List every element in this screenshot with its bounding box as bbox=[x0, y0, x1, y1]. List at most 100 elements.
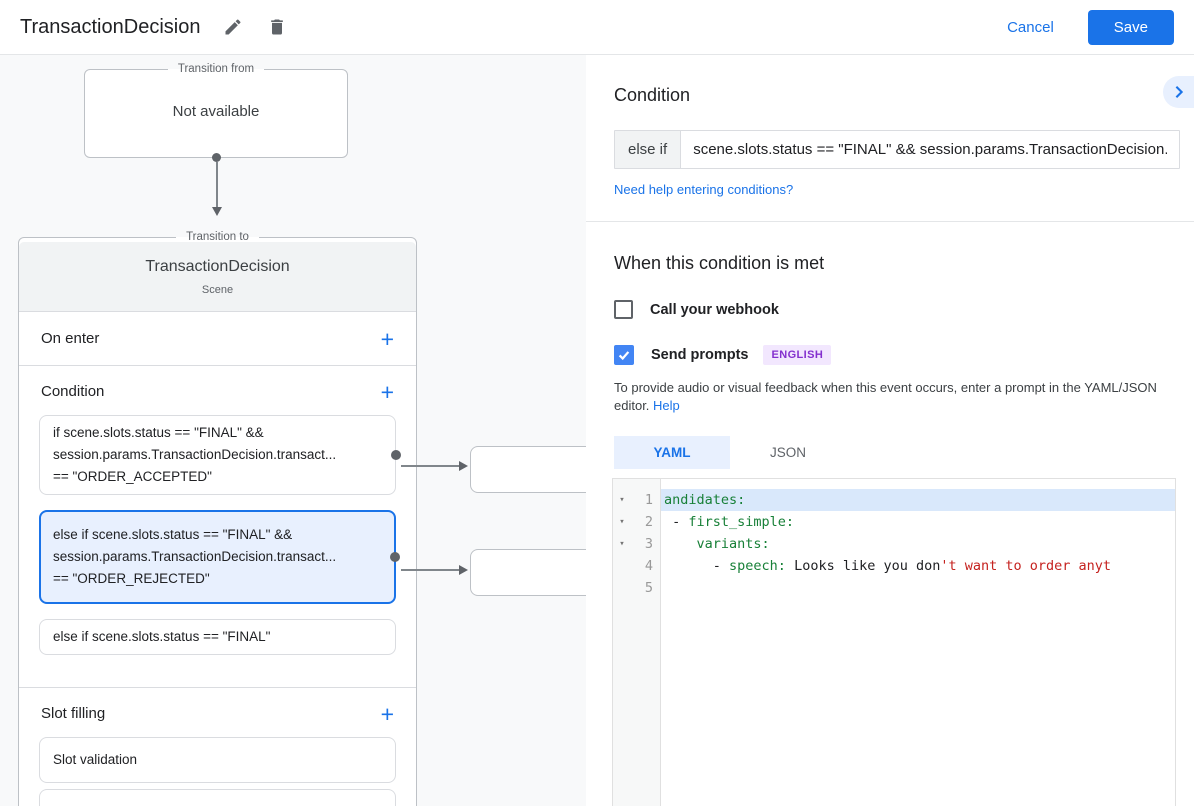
fold-arrow-icon[interactable]: ▾ bbox=[619, 495, 625, 505]
arrow-down-icon bbox=[211, 207, 222, 216]
transition-connector bbox=[211, 153, 222, 216]
connector-dot bbox=[212, 153, 221, 162]
connector-line bbox=[401, 465, 459, 467]
condition-1-target-scene[interactable] bbox=[470, 446, 586, 493]
chevron-right-icon bbox=[1175, 86, 1183, 98]
delete-scene-button[interactable] bbox=[266, 16, 288, 38]
slot-filling-section: Slot filling + Slot validation bbox=[19, 688, 416, 806]
condition-card[interactable]: if scene.slots.status == "FINAL" && sessi… bbox=[39, 415, 401, 495]
add-on-enter-button[interactable]: + bbox=[380, 325, 394, 352]
scene-subtitle: Scene bbox=[201, 284, 234, 296]
send-prompts-checkbox-row[interactable]: Send prompts ENGLISH bbox=[614, 345, 1166, 365]
code-segment: - bbox=[664, 558, 730, 574]
prompt-description-text: To provide audio or visual feedback when… bbox=[614, 380, 1157, 413]
slot-card[interactable]: Slot validation bbox=[39, 737, 396, 783]
condition-cards: if scene.slots.status == "FINAL" && sessi… bbox=[19, 415, 416, 655]
condition-card-text: else if scene.slots.status == "FINAL" bbox=[53, 629, 271, 644]
line-number: 3 bbox=[644, 536, 653, 552]
condition-card-text: if scene.slots.status == "FINAL" && bbox=[53, 425, 264, 440]
pencil-icon bbox=[225, 19, 241, 35]
on-enter-label: On enter bbox=[41, 330, 100, 347]
page-title: TransactionDecision bbox=[20, 15, 201, 38]
code-segment: first_simple: bbox=[688, 514, 795, 530]
code-segment: 't want to order anyt bbox=[940, 558, 1112, 574]
line-number: 4 bbox=[644, 558, 653, 574]
line-number: 2 bbox=[644, 514, 653, 530]
scene-header[interactable]: TransactionDecision Scene bbox=[19, 242, 416, 312]
code-line[interactable] bbox=[661, 577, 1175, 599]
condition-card-text: == "ORDER_REJECTED" bbox=[53, 571, 210, 586]
prompt-help-link[interactable]: Help bbox=[653, 398, 680, 413]
trash-icon bbox=[271, 19, 284, 35]
transition-to-box: Transition to TransactionDecision Scene … bbox=[18, 231, 417, 806]
condition-label: Condition bbox=[41, 383, 105, 400]
slot-filling-label: Slot filling bbox=[41, 705, 106, 722]
condition-2-target-scene[interactable] bbox=[470, 549, 586, 596]
when-met-heading: When this condition is met bbox=[614, 253, 825, 273]
check-icon bbox=[618, 351, 630, 361]
fold-arrow-icon[interactable]: ▾ bbox=[619, 517, 625, 527]
condition-card-text: else if scene.slots.status == "FINAL" && bbox=[53, 527, 293, 542]
connector-line bbox=[401, 569, 459, 571]
code-segment: Looks like you don bbox=[785, 558, 941, 574]
cancel-button[interactable]: Cancel bbox=[1007, 18, 1054, 36]
code-line[interactable]: andidates: bbox=[661, 489, 1175, 511]
condition-label-row: Condition + bbox=[19, 366, 416, 415]
language-badge: ENGLISH bbox=[763, 345, 832, 365]
code-segment bbox=[664, 536, 697, 552]
editor-gutter: ▾ 1 ▾ 2 ▾ 3 4 5 bbox=[613, 479, 661, 806]
line-number: 5 bbox=[644, 580, 653, 596]
condition-card[interactable]: else if scene.slots.status == "FINAL" &&… bbox=[39, 510, 400, 604]
tab-yaml[interactable]: YAML bbox=[614, 436, 730, 469]
webhook-label: Call your webhook bbox=[650, 301, 779, 318]
transition-from-box: Transition from Not available bbox=[84, 63, 348, 158]
code-segment: speech: bbox=[729, 558, 786, 574]
webhook-checkbox-row[interactable]: Call your webhook bbox=[614, 300, 1166, 319]
save-button[interactable]: Save bbox=[1087, 9, 1174, 45]
transition-from-content: Not available bbox=[172, 102, 260, 120]
arrow-right-icon bbox=[459, 565, 468, 575]
tab-json[interactable]: JSON bbox=[769, 445, 806, 460]
add-condition-button[interactable]: + bbox=[380, 378, 394, 405]
top-bar: TransactionDecision Cancel Save bbox=[0, 0, 1194, 55]
code-line[interactable]: variants: bbox=[661, 533, 1175, 555]
webhook-checkbox[interactable] bbox=[614, 300, 633, 319]
code-segment: andidates: bbox=[664, 492, 746, 508]
prompt-description: To provide audio or visual feedback when… bbox=[614, 379, 1166, 415]
code-line[interactable]: - first_simple: bbox=[661, 511, 1175, 533]
edit-title-button[interactable] bbox=[222, 16, 244, 38]
line-number: 1 bbox=[644, 492, 653, 508]
add-slot-button[interactable]: + bbox=[380, 700, 394, 727]
slot-filling-label-row: Slot filling + bbox=[19, 688, 416, 737]
connector-dot[interactable] bbox=[390, 552, 400, 562]
scene-diagram-canvas: Transition from Not available Transition… bbox=[0, 55, 586, 806]
condition-section: Condition + if scene.slots.status == "FI… bbox=[19, 366, 416, 688]
panel-heading-condition: Condition bbox=[614, 85, 691, 105]
condition-expression-input[interactable] bbox=[681, 131, 1179, 168]
condition-card[interactable]: else if scene.slots.status == "FINAL" bbox=[39, 619, 396, 655]
editor-code[interactable]: andidates: - first_simple: variants: - s… bbox=[661, 479, 1175, 806]
on-enter-row: On enter + bbox=[19, 312, 416, 366]
send-prompts-checkbox[interactable] bbox=[614, 345, 634, 365]
condition-header-section: Condition else if Need help entering con… bbox=[586, 55, 1194, 222]
collapse-panel-button[interactable] bbox=[1163, 76, 1194, 108]
connector-dot[interactable] bbox=[391, 450, 401, 460]
transition-from-legend: Transition from bbox=[177, 63, 255, 75]
condition-input-group: else if bbox=[614, 130, 1180, 169]
fold-arrow-icon[interactable]: ▾ bbox=[619, 539, 625, 549]
slot-card-partial[interactable] bbox=[39, 789, 396, 806]
condition-card-text: session.params.TransactionDecision.trans… bbox=[53, 447, 337, 462]
condition-card-text: == "ORDER_ACCEPTED" bbox=[53, 469, 212, 484]
condition-card-text: session.params.TransactionDecision.trans… bbox=[53, 549, 337, 564]
yaml-code-editor[interactable]: ▾ 1 ▾ 2 ▾ 3 4 5 andidates: - first_simple: vari… bbox=[612, 478, 1176, 806]
code-line[interactable]: - speech: Looks like you don't want to o… bbox=[661, 555, 1175, 577]
transition-to-legend: Transition to bbox=[186, 231, 249, 243]
send-prompts-label: Send prompts bbox=[651, 347, 749, 363]
editor-tabs: YAML JSON bbox=[614, 436, 1166, 469]
condition-1-connector bbox=[401, 461, 468, 471]
arrow-right-icon bbox=[459, 461, 468, 471]
scene-title: TransactionDecision bbox=[145, 258, 290, 275]
slot-filling-cards: Slot validation bbox=[19, 737, 416, 783]
condition-help-link[interactable]: Need help entering conditions? bbox=[614, 182, 794, 197]
code-segment: variants: bbox=[696, 536, 770, 552]
